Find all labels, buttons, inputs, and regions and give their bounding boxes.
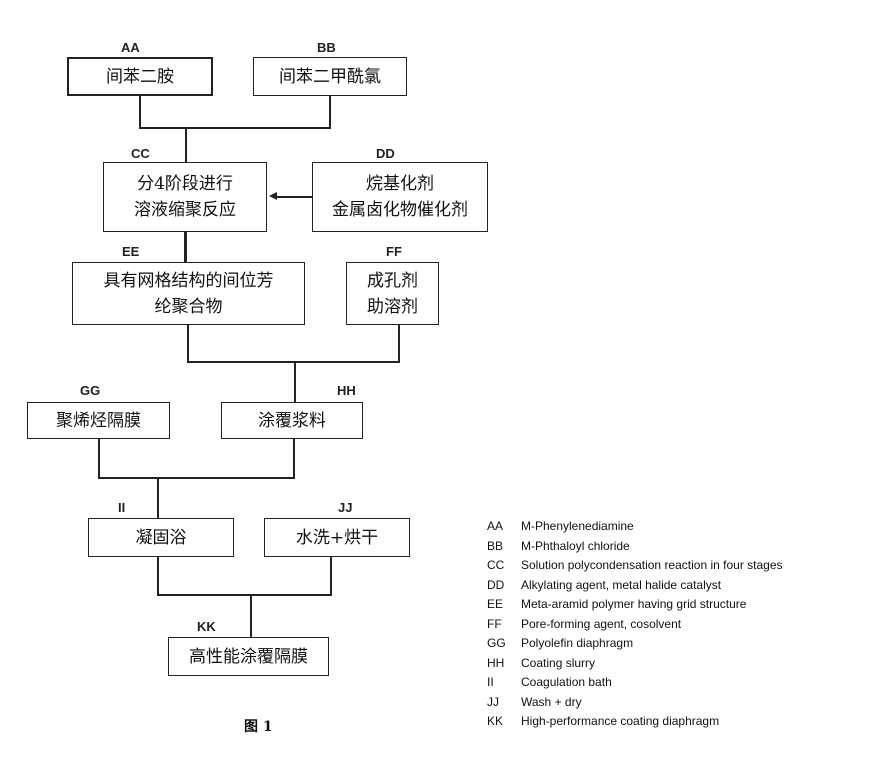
code-kk: KK <box>197 619 216 634</box>
connector-join-to-cc <box>185 127 187 162</box>
node-hh-box: 涂覆浆料 <box>221 402 363 439</box>
legend-item: EEMeta-aramid polymer having grid struct… <box>487 595 783 615</box>
code-jj: JJ <box>338 500 352 515</box>
connector-join-to-hh <box>294 361 296 402</box>
code-ff: FF <box>386 244 402 259</box>
connector-ee-down <box>187 325 189 363</box>
node-gg-text: 聚烯烃隔膜 <box>56 408 141 434</box>
figure-caption: 图 1 <box>244 716 273 736</box>
connector-ff-down <box>398 325 400 363</box>
legend-item: IICoagulation bath <box>487 673 783 693</box>
code-ii: II <box>118 500 125 515</box>
legend-item: GGPolyolefin diaphragm <box>487 634 783 654</box>
node-ff-line2: 助溶剂 <box>367 294 418 320</box>
node-ee-line2: 纶聚合物 <box>155 294 223 320</box>
node-ii-box: 凝固浴 <box>88 518 234 557</box>
node-gg-box: 聚烯烃隔膜 <box>27 402 170 439</box>
node-ff-line1: 成孔剂 <box>367 268 418 294</box>
node-ii-text: 凝固浴 <box>136 525 187 551</box>
node-ff-box: 成孔剂 助溶剂 <box>346 262 439 325</box>
code-aa: AA <box>121 40 140 55</box>
code-dd: DD <box>376 146 395 161</box>
connector-aa-bb-join <box>139 127 331 129</box>
node-cc-box: 分4阶段进行 溶液缩聚反应 <box>103 162 267 232</box>
code-gg: GG <box>80 383 100 398</box>
node-dd-box: 烷基化剂 金属卤化物催化剂 <box>312 162 488 232</box>
connector-join-to-ii <box>157 477 159 518</box>
node-aa-text: 间苯二胺 <box>106 64 174 90</box>
legend-item: AAM-Phenylenediamine <box>487 517 783 537</box>
connector-jj-down <box>330 557 332 596</box>
connector-gg-down <box>98 439 100 479</box>
connector-bb-down <box>329 96 331 129</box>
node-cc-line1: 分4阶段进行 <box>137 171 233 197</box>
connector-gg-hh-join <box>98 477 295 479</box>
legend-item: FFPore-forming agent, cosolvent <box>487 615 783 635</box>
node-ee-line1: 具有网格结构的间位芳 <box>104 268 274 294</box>
node-kk-box: 高性能涂覆隔膜 <box>168 637 329 676</box>
connector-ii-down <box>157 557 159 596</box>
node-jj-text: 水洗+烘干 <box>296 525 378 551</box>
node-bb-box: 间苯二甲酰氯 <box>253 57 407 96</box>
node-cc-line2: 溶液缩聚反应 <box>134 197 236 223</box>
connector-aa-down <box>139 96 141 129</box>
connector-join-to-kk <box>250 594 252 637</box>
legend-item: BBM-Phthaloyl chloride <box>487 537 783 557</box>
code-hh: HH <box>337 383 356 398</box>
connector-cc-to-ee <box>184 232 187 262</box>
legend-item: DDAlkylating agent, metal halide catalys… <box>487 576 783 596</box>
node-hh-text: 涂覆浆料 <box>258 408 326 434</box>
node-jj-box: 水洗+烘干 <box>264 518 410 557</box>
node-dd-line2: 金属卤化物催化剂 <box>332 197 468 223</box>
node-dd-line1: 烷基化剂 <box>366 171 434 197</box>
node-ee-box: 具有网格结构的间位芳 纶聚合物 <box>72 262 305 325</box>
legend-item: CCSolution polycondensation reaction in … <box>487 556 783 576</box>
arrow-head-dd-cc <box>269 192 277 200</box>
connector-ee-ff-join <box>187 361 399 363</box>
code-bb: BB <box>317 40 336 55</box>
node-aa-box: 间苯二胺 <box>67 57 213 96</box>
code-ee: EE <box>122 244 139 259</box>
connector-hh-down <box>293 439 295 479</box>
code-cc: CC <box>131 146 150 161</box>
connector-ii-jj-join <box>157 594 332 596</box>
legend-item: KKHigh-performance coating diaphragm <box>487 712 783 732</box>
legend: AAM-Phenylenediamine BBM-Phthaloyl chlor… <box>487 517 783 732</box>
node-bb-text: 间苯二甲酰氯 <box>279 64 381 90</box>
legend-item: HHCoating slurry <box>487 654 783 674</box>
connector-dd-to-cc <box>275 196 312 198</box>
node-kk-text: 高性能涂覆隔膜 <box>189 644 308 670</box>
legend-item: JJWash + dry <box>487 693 783 713</box>
